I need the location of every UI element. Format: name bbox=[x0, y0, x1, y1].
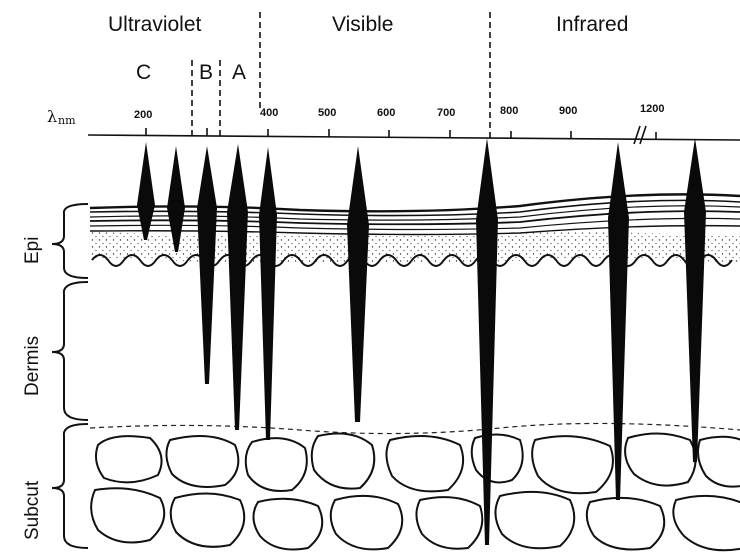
wavelength-axis bbox=[87, 128, 740, 141]
spike-visible-2 bbox=[476, 138, 498, 545]
epidermis-label: Epi bbox=[22, 237, 43, 264]
wavelength-unit: nm bbox=[58, 114, 76, 127]
subcut-brace bbox=[51, 423, 89, 549]
tick-400: 400 bbox=[260, 107, 278, 119]
spike-visible-1 bbox=[347, 146, 369, 422]
uv-a-label: A bbox=[232, 61, 246, 84]
tick-1200: 1200 bbox=[640, 103, 664, 115]
dermis-label: Dermis bbox=[22, 336, 43, 396]
papillary-dermis bbox=[90, 232, 740, 264]
tick-200: 200 bbox=[134, 109, 152, 121]
axis-break-mark bbox=[633, 125, 647, 145]
spike-uvc-1 bbox=[137, 142, 155, 240]
tick-800: 800 bbox=[500, 105, 518, 117]
tick-700: 700 bbox=[437, 107, 455, 119]
uv-c-label: C bbox=[136, 61, 151, 84]
wavelength-symbol: λ bbox=[47, 107, 57, 126]
ultraviolet-label: Ultraviolet bbox=[108, 13, 202, 36]
epi-brace bbox=[51, 203, 89, 279]
tick-900: 900 bbox=[559, 105, 577, 117]
infrared-label: Infrared bbox=[556, 13, 628, 36]
spike-uva-2 bbox=[259, 147, 277, 440]
spike-uvb bbox=[197, 146, 217, 384]
layer-braces bbox=[51, 203, 89, 549]
dermis-brace bbox=[51, 281, 89, 421]
penetration-spikes bbox=[137, 138, 706, 545]
region-dividers bbox=[191, 12, 491, 140]
spike-uvc-2 bbox=[167, 146, 185, 252]
uv-b-label: B bbox=[199, 61, 213, 84]
epidermis-bands bbox=[89, 193, 740, 236]
spike-infrared-1 bbox=[608, 142, 629, 500]
subcutis-label: Subcut bbox=[22, 480, 43, 540]
visible-label: Visible bbox=[332, 13, 393, 36]
spike-infrared-2 bbox=[684, 138, 706, 462]
spike-uva-1 bbox=[227, 144, 248, 430]
tick-500: 500 bbox=[318, 107, 336, 119]
tick-600: 600 bbox=[377, 107, 395, 119]
